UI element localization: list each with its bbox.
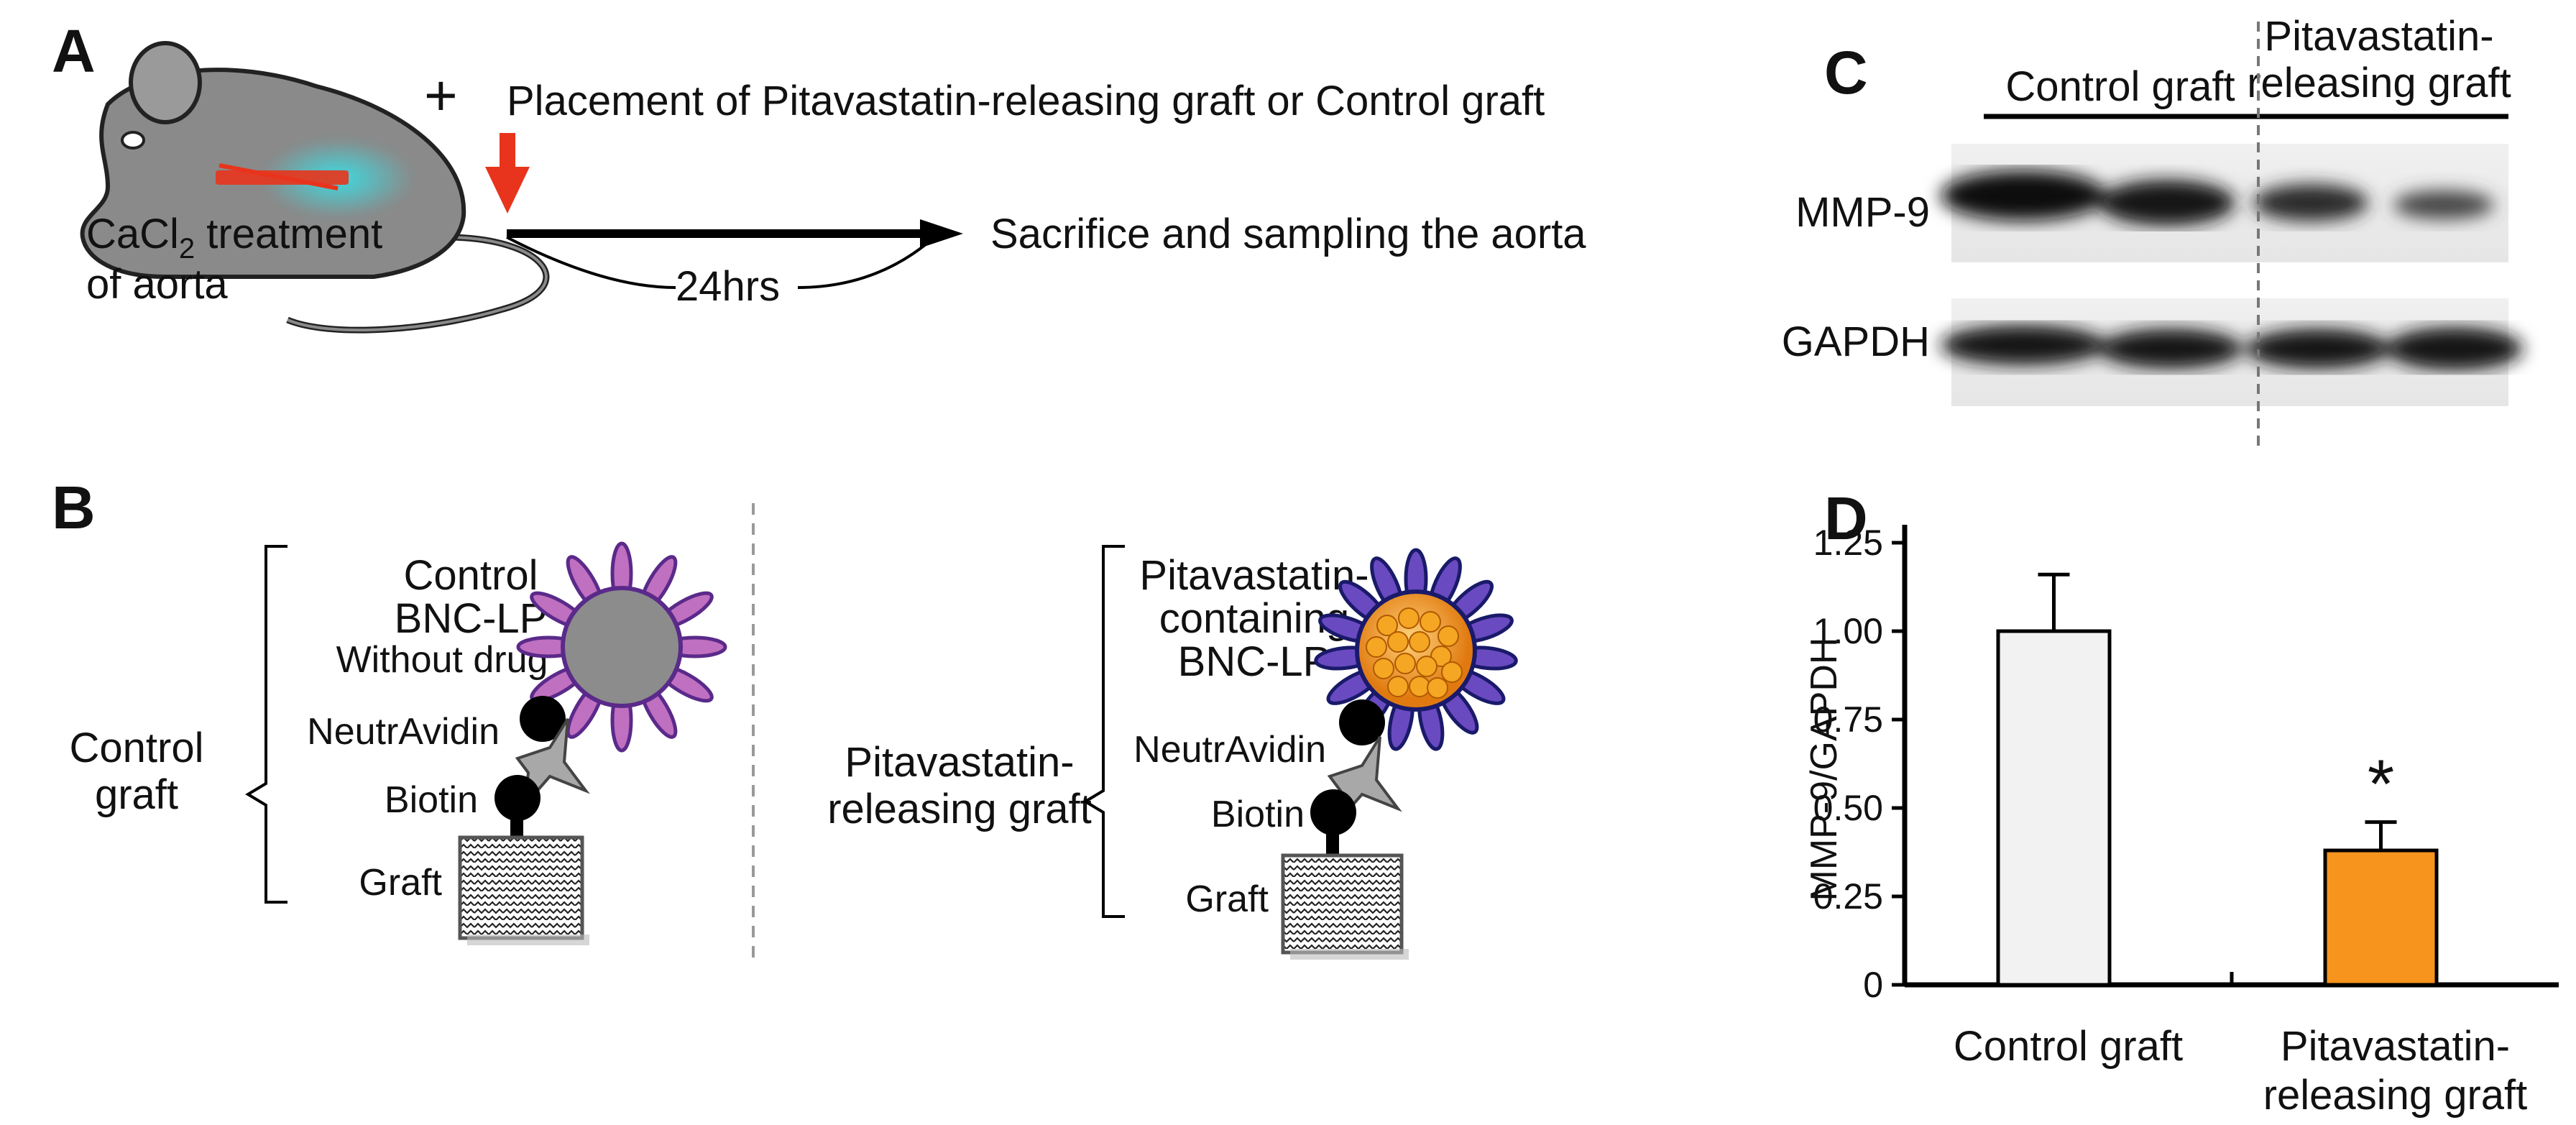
panel-b: B Control graft Control BNC-LP Without d… [52,474,1518,963]
blot-col-control: Control graft [2005,63,2235,110]
control-neutravidin-label: NeutrAvidin [307,711,500,753]
blot-col-pitavastatin-line2: releasing graft [2247,60,2511,106]
control-neutravidin-ball [520,696,566,742]
pitavastatin-graft-label: Pitavastatin- [845,739,1074,786]
placement-text: Placement of Pitavastatin-releasing graf… [507,78,1545,124]
y-tick-label: 0.50 [1813,788,1883,828]
placement-arrow [485,133,530,213]
significance-marker: * [2368,746,2394,823]
bar [1996,629,2112,987]
plus-sign: + [424,63,458,127]
pitavastatin-particle-label: Pitavastatin- [1139,552,1368,599]
pitavastatin-neutravidin-label: NeutrAvidin [1133,729,1326,771]
blot-row-gapdh: GAPDH [1782,318,1930,365]
control-drug-label: Without drug [336,639,548,681]
panel-a-label: A [52,17,96,85]
pitavastatin-graft-label-line2: releasing graft [827,786,1092,832]
control-biotin-label: Biotin [385,779,478,821]
panel-c-label: C [1824,39,1868,106]
panel-c: C Control graft Pitavastatin- releasing … [1782,13,2523,453]
control-graft-text: Graft [359,862,442,904]
control-bnc-lp-particle [516,541,727,753]
pitavastatin-bracket [1082,545,1125,918]
mouse-icon [80,41,550,334]
pitavastatin-biotin-label: Biotin [1211,794,1305,835]
control-biotin-ball [494,775,540,821]
panel-d: D MMP-9/GAPDH 0 0.25 0.50 0.75 1.00 1.25Contr… [1803,485,2559,1119]
panel-a: A CaCl2 treatment of aorta + Placement o… [52,17,1586,334]
sacrifice-text: Sacrifice and sampling the aorta [990,211,1586,257]
timeline-bracket [506,236,936,289]
y-tick-label: 1.00 [1813,611,1883,651]
bar [2323,848,2439,987]
pitavastatin-graft-text: Graft [1185,878,1269,920]
pitavastatin-biotin-ball [1310,789,1356,835]
control-graft-label: Control [70,725,204,771]
control-bracket [245,545,288,904]
control-graft-label-line2: graft [95,771,178,818]
control-graft-block [458,835,584,940]
cacl2-treatment-label-line2: of aorta [86,261,228,308]
panel-d-label: D [1824,485,1868,552]
cacl2-treatment-label: CaCl2 treatment [86,211,382,265]
blot-mmp9-strip [1941,144,2508,262]
blot-col-pitavastatin: Pitavastatin- [2264,13,2493,60]
y-tick-label: 0 [1863,965,1883,1005]
panel-b-label: B [52,474,96,541]
pitavastatin-particle-label-line2: containing [1159,595,1349,642]
pitavastatin-neutravidin-ball [1339,699,1385,745]
timeline-arrow [507,219,963,248]
y-tick-label: 0.75 [1813,699,1883,740]
control-particle-label: Control [404,552,538,599]
blot-row-mmp9: MMP-9 [1795,189,1930,236]
x-category-label: Pitavastatin- [2281,1023,2510,1070]
y-tick-label: 0.25 [1813,876,1883,917]
blot-gapdh-strip [1941,298,2523,406]
pitavastatin-bnc-lp-particle [1314,548,1518,751]
y-axis-label: MMP-9/GAPDH [1803,638,1845,901]
y-tick-label: 1.25 [1813,523,1883,563]
control-graft-group: Control graft Control BNC-LP Without dru… [70,541,727,945]
x-category-label: releasing graft [2263,1072,2528,1119]
control-particle-label-line2: BNC-LP [395,595,548,642]
x-category-label: Control graft [1954,1023,2183,1070]
pitavastatin-graft-block [1281,853,1404,955]
pitavastatin-particle-label-line3: BNC-LP [1178,638,1331,685]
pitavastatin-graft-group: Pitavastatin- releasing graft Pitavastat… [827,545,1518,960]
time-label: 24hrs [676,263,780,310]
